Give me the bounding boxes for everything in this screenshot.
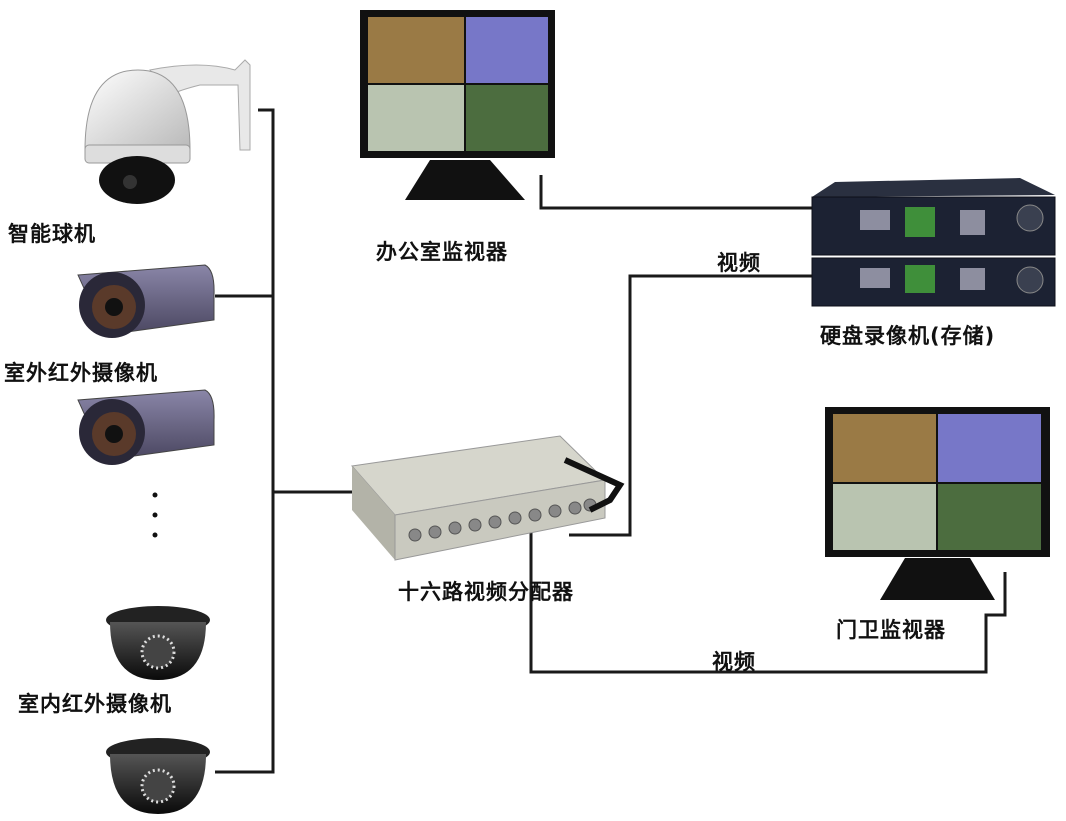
splitter-to-dvr-line [569,274,812,537]
gate-monitor [825,407,1050,600]
indoor-ir-camera-label: 室内红外摄像机 [18,692,172,716]
office-monitor-label: 办公室监视器 [376,240,508,264]
ptz-camera-label: 智能球机 [8,222,96,246]
office-monitor [360,10,555,200]
ptz-dome-camera [84,59,251,204]
splitter-label: 十六路视频分配器 [398,580,574,604]
splitter-to-dvr-label: 视频 [717,251,761,275]
indoor-ir-camera-2 [106,738,210,814]
splitter-to-gate-monitor-line [529,530,1007,674]
outdoor-ir-camera-1 [77,264,215,338]
splitter-to-gate-monitor-label: 视频 [712,650,756,674]
dvr-label: 硬盘录像机(存储) [820,324,996,348]
dvr-recorder [811,178,1056,307]
indoor-ir-camera-1 [106,606,210,680]
outdoor-ir-camera-label: 室外红外摄像机 [4,361,158,385]
more-cameras-ellipsis [152,492,158,538]
connection-lines [215,108,1007,774]
office-monitor-to-dvr-line [539,175,812,210]
video-splitter [351,435,625,561]
gate-monitor-label: 门卫监视器 [836,618,946,642]
camera-bus-line [215,108,275,774]
outdoor-ir-camera-2 [77,389,215,465]
